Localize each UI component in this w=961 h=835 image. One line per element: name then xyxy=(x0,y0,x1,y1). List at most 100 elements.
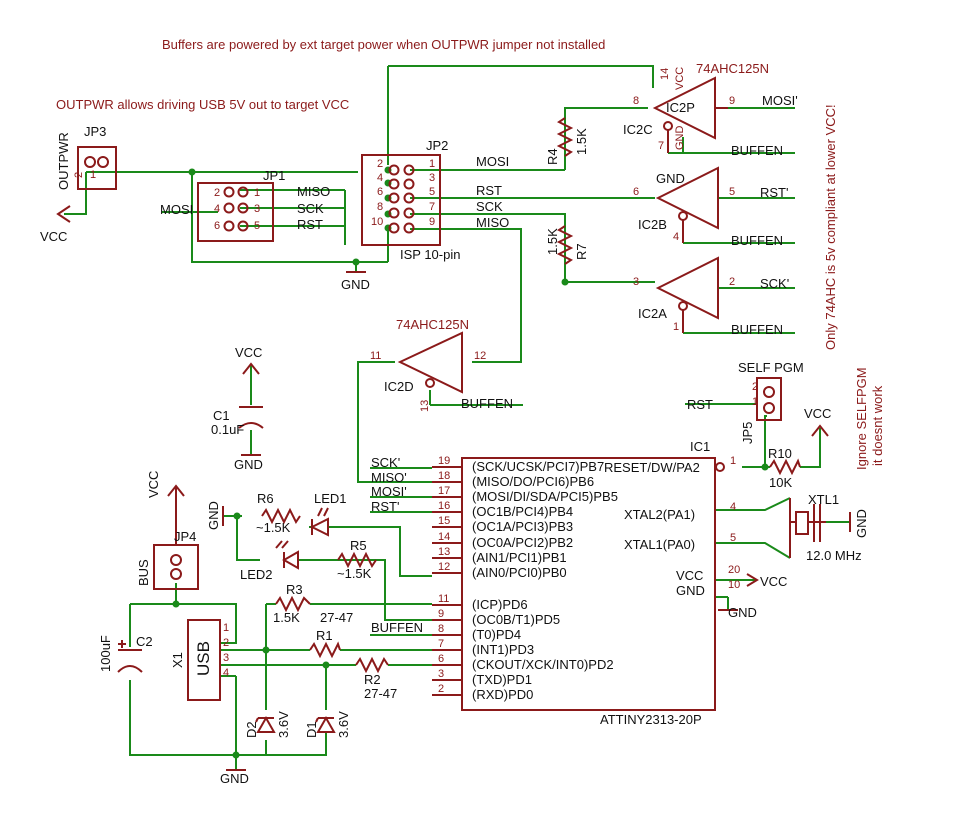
svg-text:D1: D1 xyxy=(304,721,319,738)
svg-text:GND: GND xyxy=(676,583,705,598)
jp1-rst-label: RST xyxy=(297,217,323,232)
jp5-selfpgm: SELF PGM JP5 2 1 RST xyxy=(687,360,804,444)
svg-text:GND: GND xyxy=(234,457,263,472)
gnd-led-symbol: GND xyxy=(206,501,224,530)
mcu-pin-number: 8 xyxy=(438,623,444,635)
svg-text:1.5K: 1.5K xyxy=(574,128,589,155)
svg-text:10: 10 xyxy=(371,216,383,228)
gnd-ic2p: GND xyxy=(656,171,685,186)
svg-text:R3: R3 xyxy=(286,582,303,597)
zener-d2: D2 3.6V xyxy=(244,711,291,738)
net-mosi-prime: MOSI' xyxy=(371,484,407,499)
svg-text:R6: R6 xyxy=(257,491,274,506)
svg-text:2: 2 xyxy=(729,276,735,288)
vcc-r10-symbol: VCC xyxy=(804,406,831,437)
svg-text:3: 3 xyxy=(633,276,639,288)
vcc-pin20-symbol: VCC xyxy=(746,573,787,589)
mcu-pin-label: (OC1B/PCI4)PB4 xyxy=(472,504,573,519)
gnd-c1-symbol: GND xyxy=(234,454,263,472)
vcc-jp4-symbol: VCC xyxy=(146,471,185,545)
mcu-pin-number: 7 xyxy=(438,638,444,650)
svg-text:27-47: 27-47 xyxy=(364,686,397,701)
svg-text:8: 8 xyxy=(377,201,383,213)
svg-text:IC2P: IC2P xyxy=(666,100,695,115)
svg-text:C1: C1 xyxy=(213,408,230,423)
buffer-ic2b: IC2B 6 5 4 RST' BUFFEN xyxy=(633,166,788,248)
svg-text:74AHC125N: 74AHC125N xyxy=(396,317,469,332)
svg-text:3: 3 xyxy=(223,652,229,664)
svg-text:5: 5 xyxy=(429,186,435,198)
svg-text:SELF PGM: SELF PGM xyxy=(738,360,804,375)
svg-text:SCK': SCK' xyxy=(760,276,789,291)
svg-text:BUFFEN: BUFFEN xyxy=(731,322,783,337)
svg-text:5: 5 xyxy=(254,220,260,232)
svg-text:~1.5K: ~1.5K xyxy=(337,566,372,581)
svg-text:JP4: JP4 xyxy=(174,529,196,544)
svg-text:RST: RST xyxy=(687,397,713,412)
net-miso: MISO xyxy=(476,215,509,230)
svg-text:VCC: VCC xyxy=(674,67,686,90)
svg-text:USB: USB xyxy=(194,641,213,676)
svg-text:XTL1: XTL1 xyxy=(808,492,839,507)
svg-text:3.6V: 3.6V xyxy=(336,711,351,738)
mcu-pin-label: (MISO/DO/PCI6)PB6 xyxy=(472,474,594,489)
svg-text:1: 1 xyxy=(90,169,96,181)
mcu-pin-number: 3 xyxy=(438,668,444,680)
svg-text:BUFFEN: BUFFEN xyxy=(731,143,783,158)
gnd-usb-symbol: GND xyxy=(220,769,249,786)
svg-text:10: 10 xyxy=(728,579,740,591)
buffer-ic2a: IC2A 3 2 1 SCK' BUFFEN xyxy=(633,256,789,337)
svg-text:GND: GND xyxy=(206,501,221,530)
jp3-outpwr: OUTPWR xyxy=(56,132,71,190)
net-mosi: MOSI xyxy=(476,154,509,169)
net-rst: RST xyxy=(476,183,502,198)
svg-text:XTAL1(PA0): XTAL1(PA0) xyxy=(624,537,695,552)
svg-text:1: 1 xyxy=(752,396,758,408)
svg-text:3.6V: 3.6V xyxy=(276,711,291,738)
svg-text:R4: R4 xyxy=(545,148,560,165)
svg-text:R5: R5 xyxy=(350,538,367,553)
svg-text:X1: X1 xyxy=(170,652,185,668)
jp1-miso-label: MISO xyxy=(297,184,330,199)
mcu-pin-number: 2 xyxy=(438,683,444,695)
jp3-jumper: JP3 OUTPWR 1 2 xyxy=(56,124,117,190)
svg-text:JP5: JP5 xyxy=(740,422,755,444)
svg-text:20: 20 xyxy=(728,564,740,576)
svg-text:R1: R1 xyxy=(316,628,333,643)
resistor-r2: R2 27-47 xyxy=(355,656,397,701)
mcu-pin-number: 9 xyxy=(438,608,444,620)
svg-text:R10: R10 xyxy=(768,446,792,461)
jp1-name: JP1 xyxy=(263,168,285,183)
mcu-pin-label: (ICP)PD6 xyxy=(472,597,528,612)
svg-text:2: 2 xyxy=(214,187,220,199)
svg-text:4: 4 xyxy=(673,231,679,243)
mcu-pin-number: 19 xyxy=(438,455,450,467)
svg-text:IC2D: IC2D xyxy=(384,379,414,394)
mcu-attiny2313: IC1 ATTINY2313-20P RESET/DW/PA2 XTAL2(PA… xyxy=(461,439,740,727)
mcu-pin-label: (INT1)PD3 xyxy=(472,642,534,657)
svg-text:GND: GND xyxy=(674,126,686,151)
jp2-name: JP2 xyxy=(426,138,448,153)
net-buffen: BUFFEN xyxy=(371,620,423,635)
svg-text:1: 1 xyxy=(730,455,736,467)
svg-text:IC2C: IC2C xyxy=(623,122,653,137)
svg-text:100uF: 100uF xyxy=(98,635,113,672)
jp1-sck-label: SCK xyxy=(297,201,324,216)
gnd-jp2-symbol: GND xyxy=(341,271,370,292)
svg-text:XTAL2(PA1): XTAL2(PA1) xyxy=(624,507,695,522)
mcu-left-pins: 19(SCK/UCSK/PCI7)PB718(MISO/DO/PCI6)PB61… xyxy=(432,455,618,702)
svg-text:6: 6 xyxy=(633,186,639,198)
svg-text:R7: R7 xyxy=(574,243,589,260)
gnd-xtal-symbol: GND xyxy=(849,509,869,538)
svg-text:BUFFEN: BUFFEN xyxy=(461,396,513,411)
svg-text:GND: GND xyxy=(341,277,370,292)
mcu-pin-number: 17 xyxy=(438,485,450,497)
net-sck: SCK xyxy=(476,199,503,214)
svg-text:C2: C2 xyxy=(136,634,153,649)
svg-text:1: 1 xyxy=(254,187,260,199)
svg-text:12.0 MHz: 12.0 MHz xyxy=(806,548,862,563)
mcu-pin-number: 12 xyxy=(438,561,450,573)
mcu-pin-label: (OC1A/PCI3)PB3 xyxy=(472,519,573,534)
note-doesnt-work: it doesnt work xyxy=(870,385,885,466)
svg-text:BUS: BUS xyxy=(136,559,151,586)
